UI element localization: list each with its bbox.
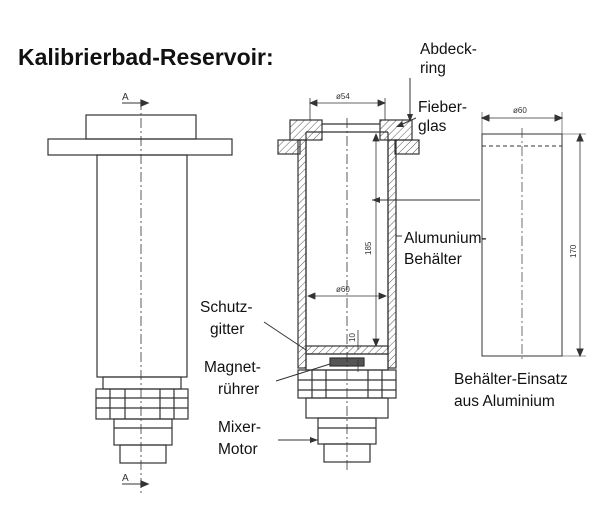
dim-top-diameter: ø54 [336, 92, 350, 101]
exterior-view [47, 99, 233, 495]
wall-right [387, 139, 397, 369]
label-mixer-motor-1: Mixer- [218, 419, 262, 436]
section-view [277, 118, 420, 470]
label-fiberglass-1: Fieber- [418, 99, 468, 116]
flange [47, 138, 233, 156]
insert-view [480, 112, 586, 360]
dim-inner-diameter: ø60 [336, 285, 350, 294]
label-insert-1: Behälter-Einsatz [454, 371, 568, 388]
page-title: Kalibrierbad-Reservoir: [18, 44, 274, 70]
label-mixer-motor-2: Motor [218, 441, 258, 458]
flange-left [277, 139, 301, 155]
label-magnetic-stirrer-1: Magnet- [204, 359, 261, 376]
dim-bottom-height: 10 [348, 333, 357, 342]
label-aluminium-container-1: Alumunium- [404, 230, 487, 247]
label-cover-ring-1: Abdeck- [420, 41, 477, 58]
label-guard-grid-2: gitter [210, 321, 245, 338]
label-guard-grid-1: Schutz- [200, 299, 253, 316]
label-aluminium-container-2: Behälter [404, 251, 462, 268]
section-mark-bottom: A [122, 473, 129, 484]
label-magnetic-stirrer-2: rührer [218, 381, 260, 398]
motor-bottom [119, 444, 167, 464]
label-cover-ring-2: ring [420, 60, 446, 77]
wall-left [297, 139, 307, 369]
section-mark-top: A [122, 92, 129, 103]
motor-body [113, 418, 173, 446]
dim-insert-height: 170 [569, 244, 578, 258]
dimensions-section [306, 98, 388, 372]
label-fiberglass-2: glas [418, 118, 447, 135]
cover-ring-right [379, 119, 413, 141]
base-plate [102, 376, 182, 390]
dim-container-height: 185 [364, 241, 373, 255]
label-insert-2: aus Aluminium [454, 393, 555, 410]
dim-insert-diameter: ø60 [513, 106, 527, 115]
leader-lines [263, 78, 480, 443]
flange-right [394, 139, 420, 155]
main-cylinder [96, 154, 188, 378]
